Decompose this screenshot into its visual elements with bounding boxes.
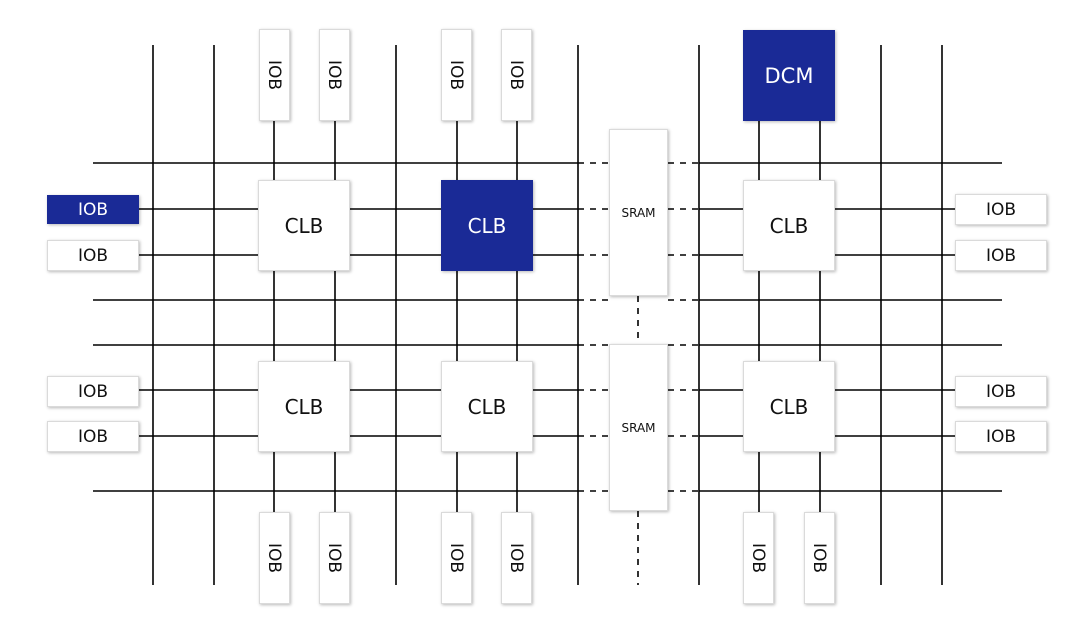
clb-label: CLB [284,394,324,419]
iob-right-4: IOB [955,421,1047,452]
iob-left-1: IOB [47,195,139,224]
iob-label: IOB [77,245,109,266]
clb-r1-c1: CLB [258,180,350,271]
iob-label: IOB [77,426,109,447]
iob-left-4: IOB [47,421,139,452]
dcm-label: DCM [764,63,814,88]
iob-label: IOB [324,59,345,91]
clb-label: CLB [284,213,324,238]
clb-r2-c2: CLB [441,361,533,452]
iob-bottom-2: IOB [319,512,350,604]
iob-bottom-3: IOB [441,512,472,604]
iob-label: IOB [809,542,830,574]
dcm-block: DCM [743,30,835,121]
iob-bottom-6: IOB [804,512,835,604]
iob-top-3: IOB [441,29,472,121]
clb-label: CLB [769,213,809,238]
iob-top-1: IOB [259,29,290,121]
clb-r2-c3: CLB [743,361,835,452]
iob-label: IOB [506,542,527,574]
iob-label: IOB [324,542,345,574]
iob-label: IOB [985,426,1017,447]
iob-right-1: IOB [955,194,1047,225]
iob-top-2: IOB [319,29,350,121]
iob-label: IOB [77,199,109,220]
clb-r2-c1: CLB [258,361,350,452]
clb-r1-c2: CLB [441,180,533,271]
sram-block-top: SRAM [609,129,668,296]
iob-right-2: IOB [955,240,1047,271]
clb-label: CLB [467,394,507,419]
iob-label: IOB [446,542,467,574]
iob-bottom-1: IOB [259,512,290,604]
clb-label: CLB [769,394,809,419]
iob-top-4: IOB [501,29,532,121]
sram-label: SRAM [621,205,656,220]
clb-r1-c3: CLB [743,180,835,271]
sram-label: SRAM [621,420,656,435]
iob-label: IOB [264,59,285,91]
iob-label: IOB [264,542,285,574]
routing-lines [93,45,1002,585]
iob-label: IOB [748,542,769,574]
iob-label: IOB [506,59,527,91]
sram-block-bottom: SRAM [609,344,668,511]
iob-label: IOB [985,199,1017,220]
iob-bottom-5: IOB [743,512,774,604]
clb-label: CLB [467,213,507,238]
iob-right-3: IOB [955,376,1047,407]
iob-label: IOB [985,245,1017,266]
iob-bottom-4: IOB [501,512,532,604]
iob-left-3: IOB [47,376,139,407]
sram-dashed-lines [578,162,699,585]
iob-label: IOB [985,381,1017,402]
iob-label: IOB [77,381,109,402]
iob-label: IOB [446,59,467,91]
iob-left-2: IOB [47,240,139,271]
